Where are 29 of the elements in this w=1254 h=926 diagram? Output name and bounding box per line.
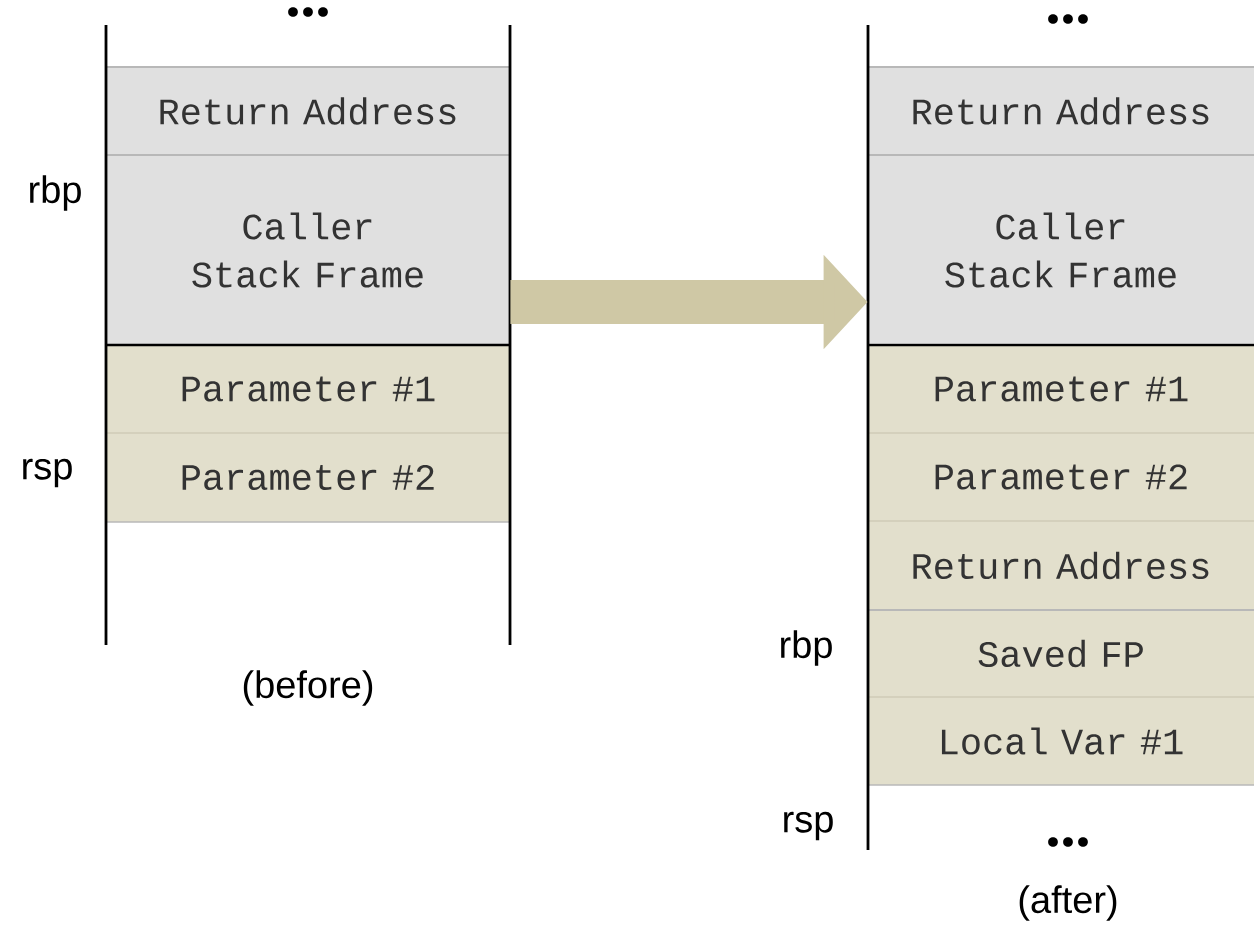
node-label: Caller Stack Frame	[192, 212, 423, 288]
node-label: Parameter #1	[935, 376, 1188, 402]
node-label: Parameter #2	[182, 464, 434, 491]
register-label: rbp	[30, 175, 81, 211]
register-label: rsp	[23, 458, 72, 488]
node-label: Parameter #1	[182, 376, 435, 402]
stack-cell: Return Address	[106, 67, 510, 155]
node-label: Parameter #2	[935, 464, 1187, 490]
ellipsis: ...	[1048, 14, 1088, 24]
stack-cell: Parameter #1	[868, 345, 1254, 433]
node-label: Return Address	[913, 97, 1209, 125]
stack-cell: Return Address	[868, 521, 1254, 610]
node-label: Return Address	[913, 551, 1209, 580]
caption: (before)	[243, 670, 373, 706]
node-label: Local Var #1	[941, 727, 1183, 755]
register-label: rsp	[784, 811, 833, 841]
node-label: Caller Stack Frame	[945, 212, 1176, 288]
stack-cell: Parameter #2	[868, 433, 1254, 521]
caption: (after)	[1019, 885, 1117, 921]
stack-cell: Local Var #1	[868, 697, 1254, 785]
register-label: rbp	[781, 630, 832, 666]
node-label: Saved FP	[978, 639, 1143, 668]
node-label: Return Address	[160, 97, 456, 125]
ellipsis: ...	[288, 7, 328, 17]
stack-cell: Return Address	[868, 67, 1254, 155]
stack-cell: Saved FP	[868, 610, 1254, 697]
stack-cell: Parameter #2	[106, 433, 510, 522]
stack-cell: Parameter #1	[106, 345, 510, 433]
ellipsis: ...	[1048, 837, 1088, 847]
